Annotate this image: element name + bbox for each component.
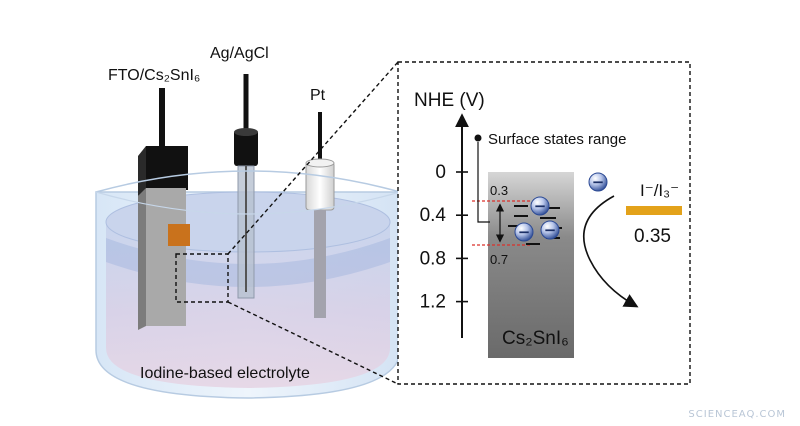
zoom-connector-top bbox=[227, 61, 399, 255]
fto-label: FTO/Cs₂SnI₆ bbox=[108, 67, 200, 84]
axis-tick-label: 0.8 bbox=[420, 248, 446, 269]
axis-tick-label: 0.4 bbox=[420, 205, 447, 226]
material-label: Cs₂SnI₆ bbox=[502, 328, 569, 349]
electron: − bbox=[540, 220, 560, 240]
redox-couple-label: I⁻/I₃⁻ bbox=[640, 181, 679, 200]
electron-symbol: − bbox=[592, 173, 605, 191]
electron: − bbox=[514, 222, 534, 242]
electron-symbol: − bbox=[544, 221, 557, 239]
electron-symbol: − bbox=[534, 197, 547, 215]
electron-symbol: − bbox=[518, 223, 531, 241]
electrolyte-label: Iodine-based electrolyte bbox=[140, 365, 310, 382]
watermark: SCIENCEAQ.COM bbox=[688, 409, 786, 420]
energy-diagram-panel: NHE (V) 0 0.4 0.8 1.2 Cs₂SnI₆ 0.3 0.7 Surfa… bbox=[397, 61, 691, 385]
legend-bullet bbox=[474, 134, 482, 142]
legend-connector bbox=[477, 142, 490, 223]
legend-label: Surface states range bbox=[488, 131, 626, 148]
axis-tick-label: 0 bbox=[435, 162, 446, 183]
electrochemical-cell bbox=[95, 74, 401, 399]
axis-ticks: 0 0.4 0.8 1.2 bbox=[420, 162, 468, 313]
electrons: −−−− bbox=[514, 172, 608, 242]
ag-agcl-label: Ag/AgCl bbox=[210, 45, 269, 62]
beaker-rim bbox=[95, 170, 401, 193]
pt-label: Pt bbox=[310, 87, 326, 104]
fto-electrode bbox=[138, 88, 190, 330]
zoom-region-box bbox=[175, 253, 229, 303]
pt-electrode bbox=[305, 112, 335, 318]
zoom-connector-bottom bbox=[227, 301, 399, 385]
surface-state-bottom-value: 0.7 bbox=[490, 252, 508, 267]
ag-agcl-electrode bbox=[234, 74, 258, 299]
surface-state-top-value: 0.3 bbox=[490, 183, 508, 198]
redox-potential-label: 0.35 bbox=[634, 226, 671, 247]
electron: − bbox=[588, 172, 608, 192]
axis-title: NHE (V) bbox=[414, 90, 485, 111]
axis-tick-label: 1.2 bbox=[420, 292, 446, 313]
redox-level-bar bbox=[626, 206, 682, 215]
electron: − bbox=[530, 196, 550, 216]
electron-transfer-arrow bbox=[582, 195, 639, 308]
